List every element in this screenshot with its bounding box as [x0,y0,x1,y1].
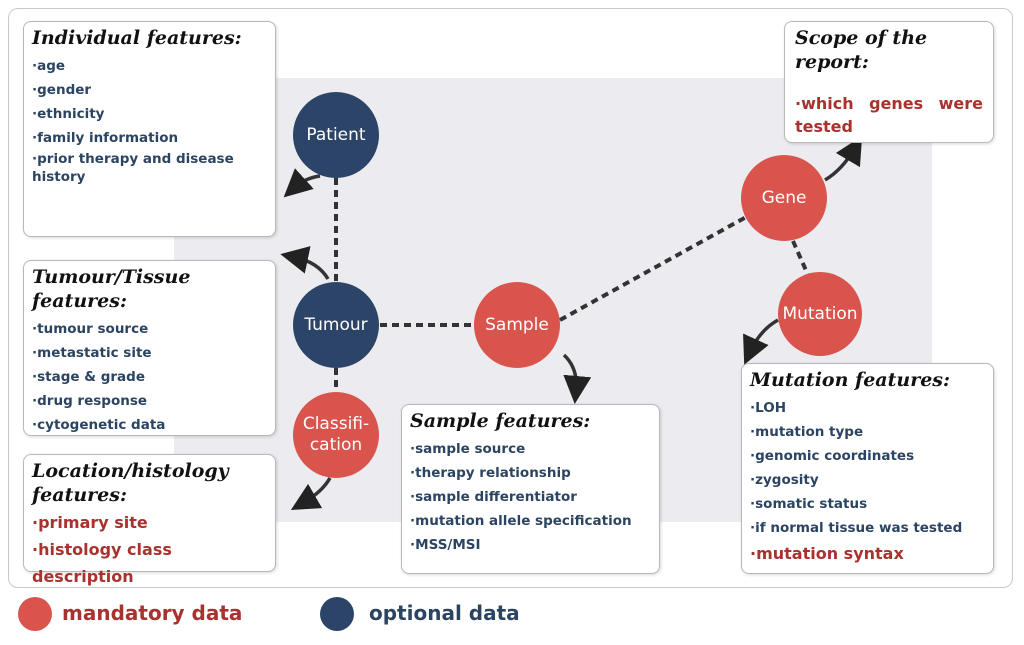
sample-item-allele: mutation allele specification [410,509,651,533]
tumour-item-metastatic: metastatic site [32,341,267,365]
scope-item-genes: which genes were tested [795,92,983,138]
location-item-histology: histology class description [32,536,267,590]
arrow-sample-to-box [562,353,592,404]
arrow-tumour-to-box [280,246,330,280]
sample-features-title: Sample features: [410,410,591,432]
node-tumour-label: Tumour [304,314,368,335]
tumour-item-stage: stage & grade [32,365,267,389]
arrow-mutation-to-box [743,318,779,365]
node-patient: Patient [293,92,379,178]
individual-item-age: age [32,54,267,78]
tumour-item-drug: drug response [32,389,267,413]
node-tumour: Tumour [293,282,379,368]
scope-report-box: Scope of the report: which genes were te… [784,21,994,143]
sample-item-mss-msi: MSS/MSI [410,533,651,557]
sample-features-box: Sample features: sample source therapy r… [401,404,660,574]
node-gene: Gene [741,155,827,241]
node-sample: Sample [474,282,560,368]
location-features-box: Location/histology features: primary sit… [23,454,276,586]
arrow-classification-to-box [290,477,332,511]
mutation-item-syntax: mutation syntax [750,540,985,567]
scope-report-title: Scope of the report: [795,27,928,73]
individual-item-ethnicity: ethnicity [32,102,267,126]
node-sample-label: Sample [485,314,549,335]
individual-item-gender: gender [32,78,267,102]
node-gene-label: Gene [761,187,807,208]
legend-mandatory-label: mandatory data [62,601,243,625]
legend-mandatory-dot [18,597,52,631]
node-classification: Classifi- cation [293,392,379,478]
individual-features-title: Individual features: [32,27,242,49]
individual-item-family: family information [32,126,267,150]
mutation-item-normal-tissue: if normal tissue was tested [750,516,985,540]
mutation-item-type: mutation type [750,420,985,444]
arrow-patient-to-box [283,168,321,198]
link-sample-gene [559,214,749,322]
tumour-item-cytogenetic: cytogenetic data [32,413,267,437]
location-item-primary-site: primary site [32,509,267,536]
mutation-features-box: Mutation features: LOH mutation type gen… [741,363,994,574]
individual-features-box: Individual features: age gender ethnicit… [23,21,276,237]
tumour-features-box: Tumour/Tissue features: tumour source me… [23,260,276,436]
node-classification-label: Classifi- cation [302,414,370,455]
sample-item-differentiator: sample differentiator [410,485,651,509]
location-features-title: Location/histology features: [32,460,229,506]
mutation-item-loh: LOH [750,396,985,420]
mutation-item-coordinates: genomic coordinates [750,444,985,468]
node-mutation: Mutation [778,272,862,356]
individual-item-prior-therapy: prior therapy and disease history [32,150,267,186]
node-patient-label: Patient [306,124,366,145]
legend-optional-dot [320,597,354,631]
tumour-item-source: tumour source [32,317,267,341]
mutation-features-title: Mutation features: [750,369,951,391]
tumour-features-title: Tumour/Tissue features: [32,266,191,312]
node-mutation-label: Mutation [782,303,858,324]
mutation-item-zygosity: zygosity [750,468,985,492]
legend-optional-label: optional data [369,601,520,625]
mutation-item-somatic: somatic status [750,492,985,516]
arrow-gene-to-box [824,135,863,182]
sample-item-therapy: therapy relationship [410,461,651,485]
sample-item-source: sample source [410,437,651,461]
link-gene-mutation [791,240,810,276]
